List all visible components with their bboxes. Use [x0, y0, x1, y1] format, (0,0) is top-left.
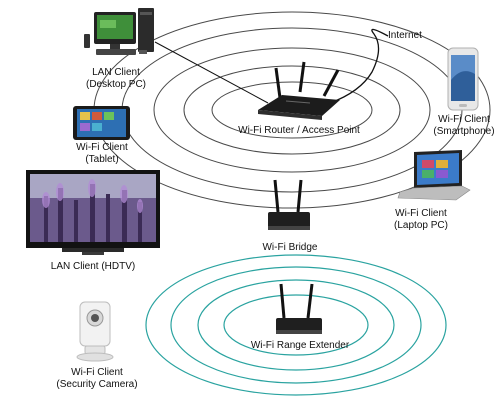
router-label: Wi-Fi Router / Access Point — [238, 125, 360, 136]
security-camera-icon — [76, 301, 114, 362]
desktop-pc-icon — [84, 8, 154, 55]
extender-label: Wi-Fi Range Extender — [250, 340, 350, 351]
range-extender-icon — [276, 283, 322, 334]
tablet-label-line1: Wi-Fi Client — [76, 142, 128, 153]
laptop-label: Wi-Fi Client (Laptop PC) — [383, 208, 459, 232]
router-icon — [258, 61, 340, 120]
smartphone-label-line1: Wi-Fi Client — [438, 114, 490, 125]
laptop-label-line2: (Laptop PC) — [394, 220, 448, 231]
hdtv-label: LAN Client (HDTV) — [50, 261, 136, 272]
camera-label: Wi-Fi Client (Security Camera) — [52, 367, 142, 391]
internet-label: Internet — [388, 30, 422, 41]
tablet-icon — [73, 106, 130, 140]
lan-cable-desktop — [154, 41, 269, 104]
internet-cable — [329, 28, 389, 104]
extender-signal-rings — [145, 254, 447, 396]
camera-label-line1: Wi-Fi Client — [71, 367, 123, 378]
hdtv-icon — [26, 170, 160, 255]
desktop-label: LAN Client (Desktop PC) — [80, 67, 152, 91]
desktop-label-line2: (Desktop PC) — [85, 79, 146, 90]
tablet-label: Wi-Fi Client (Tablet) — [66, 142, 138, 166]
smartphone-icon — [447, 47, 479, 111]
smartphone-label: Wi-Fi Client (Smartphone) — [426, 114, 502, 138]
bridge-label: Wi-Fi Bridge — [262, 242, 318, 253]
laptop-label-line1: Wi-Fi Client — [395, 208, 447, 219]
desktop-label-line1: LAN Client — [92, 67, 140, 78]
wifi-bridge-icon — [268, 179, 310, 230]
camera-label-line2: (Security Camera) — [56, 379, 138, 390]
tablet-label-line2: (Tablet) — [85, 154, 119, 165]
laptop-icon — [397, 150, 471, 201]
smartphone-label-line2: (Smartphone) — [433, 126, 495, 137]
